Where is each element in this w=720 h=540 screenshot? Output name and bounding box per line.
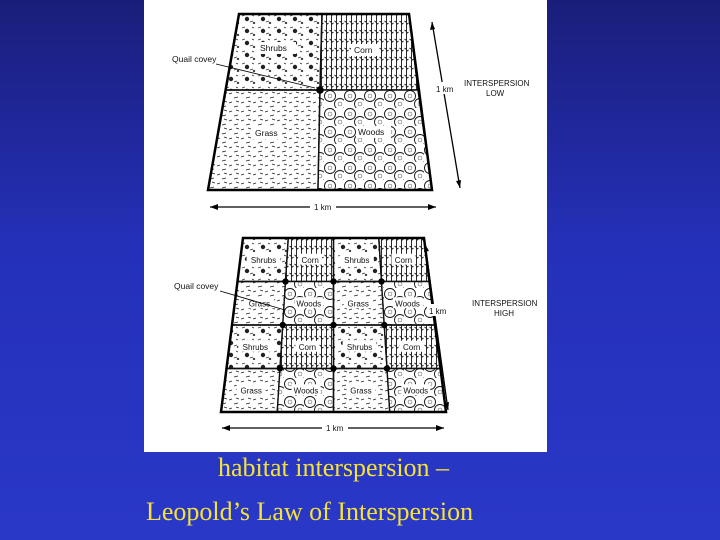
top-shrubs-label: Shrubs xyxy=(260,43,287,53)
grid-label-shrubs: Shrubs xyxy=(251,256,276,265)
top-interspersion-label: INTERSPERSION xyxy=(464,79,530,88)
top-side-scale-label: 1 km xyxy=(436,85,454,94)
bottom-interspersion-label: INTERSPERSION xyxy=(472,299,538,308)
grid-label-woods: Woods xyxy=(294,386,319,395)
quail-covey-marker xyxy=(330,365,337,372)
grid-label-grass: Grass xyxy=(350,386,371,395)
bottom-quail-covey-label: Quail covey xyxy=(174,281,219,291)
top-diagram: Shrubs Corn Grass Woods Quail covey 1 km… xyxy=(172,12,530,213)
top-corn-label: Corn xyxy=(354,45,373,55)
top-quail-covey-marker xyxy=(316,86,324,94)
bottom-side-scale-arrow xyxy=(424,243,449,411)
top-bottom-scale-label: 1 km xyxy=(314,203,332,212)
interspersion-diagram: Shrubs Corn Grass Woods Quail covey 1 km… xyxy=(172,12,538,434)
quail-covey-marker xyxy=(381,321,388,329)
grass-parcel xyxy=(207,89,321,191)
grid-label-woods: Woods xyxy=(296,299,321,308)
quail-covey-marker xyxy=(276,365,284,372)
grid-label-woods: Woods xyxy=(395,299,420,308)
grid-label-corn: Corn xyxy=(395,256,412,265)
top-quail-covey-label: Quail covey xyxy=(172,54,217,64)
bottom-bottom-scale-label: 1 km xyxy=(326,424,344,433)
grid-label-shrubs: Shrubs xyxy=(347,343,372,352)
quail-covey-marker xyxy=(330,321,337,329)
quail-covey-marker xyxy=(383,365,391,372)
grid-label-corn: Corn xyxy=(302,256,319,265)
quail-covey-marker xyxy=(330,278,337,285)
top-interspersion-level: LOW xyxy=(486,89,505,98)
grid-label-grass: Grass xyxy=(241,386,262,395)
quail-covey-marker xyxy=(279,321,286,329)
grid-label-shrubs: Shrubs xyxy=(243,343,268,352)
grid-label-corn: Corn xyxy=(299,343,316,352)
grid-label-grass: Grass xyxy=(348,299,369,308)
grid-label-woods: Woods xyxy=(403,386,428,395)
quail-covey-marker xyxy=(378,278,385,285)
caption-line-2: Leopold’s Law of Interspersion xyxy=(146,497,474,526)
woods-parcel xyxy=(317,89,433,191)
habitat-figure: Shrubs Corn Grass Woods Quail covey 1 km… xyxy=(144,0,547,452)
quail-covey-marker xyxy=(282,278,289,285)
top-woods-label: Woods xyxy=(358,127,384,137)
bottom-side-scale-label: 1 km xyxy=(429,307,447,316)
bottom-interspersion-level: HIGH xyxy=(494,309,514,318)
grid-label-shrubs: Shrubs xyxy=(344,256,369,265)
caption-line-1: habitat interspersion – xyxy=(218,453,450,482)
grid-label-grass: Grass xyxy=(249,299,270,308)
top-side-scale-arrow xyxy=(431,21,461,189)
top-grass-label: Grass xyxy=(255,128,278,138)
grid-label-corn: Corn xyxy=(403,343,420,352)
